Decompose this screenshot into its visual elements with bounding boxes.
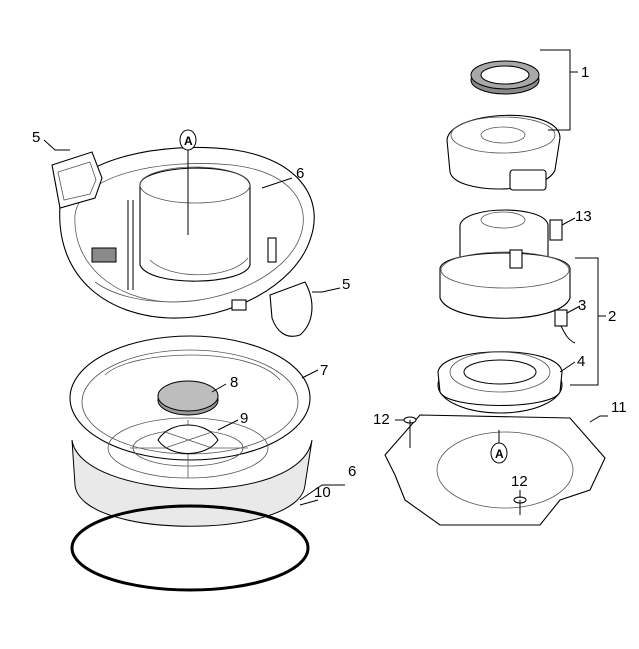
seal-ring[interactable] (70, 504, 310, 592)
float-cage[interactable] (157, 424, 219, 454)
part-label-2: 2 (608, 308, 616, 325)
part-label-7: 7 (320, 362, 328, 379)
reference-mark-a-left: A (179, 129, 197, 235)
impeller-housing[interactable] (437, 351, 563, 414)
clip-part-5-left[interactable] (51, 151, 103, 209)
part-label-12-bottom: 12 (511, 473, 528, 490)
upper-housing-ring[interactable] (59, 147, 315, 319)
part-label-5-right: 5 (342, 276, 350, 293)
part-label-4: 4 (577, 353, 585, 370)
filter-disc[interactable] (157, 380, 219, 416)
sensor-part[interactable] (554, 309, 576, 344)
part-label-9: 9 (240, 410, 248, 427)
damping-ring[interactable] (470, 60, 540, 95)
part-label-13: 13 (575, 208, 592, 225)
part-label-8: 8 (230, 374, 238, 391)
reference-mark-a-right: A (490, 430, 508, 464)
part-label-12-left: 12 (373, 411, 390, 428)
part-labels: 1 2 3 4 5 5 6 6 7 8 9 10 11 12 12 13 (32, 64, 627, 501)
base-plate[interactable] (384, 414, 606, 526)
motor-cover[interactable] (446, 114, 561, 191)
part-label-5-left: 5 (32, 129, 40, 146)
part-label-6-top: 6 (296, 165, 304, 182)
clip-part-5-right[interactable] (269, 281, 313, 337)
reference-letter-left: A (184, 134, 193, 148)
reference-letter-right: A (495, 447, 504, 461)
connector-part[interactable] (549, 219, 563, 241)
motor-unit[interactable] (439, 209, 571, 319)
leader-lines (43, 49, 608, 506)
part-label-3: 3 (578, 297, 586, 314)
part-label-11: 11 (611, 399, 627, 416)
part-label-6-bottom: 6 (348, 463, 356, 480)
part-label-1: 1 (581, 64, 589, 81)
part-label-10: 10 (314, 484, 331, 501)
